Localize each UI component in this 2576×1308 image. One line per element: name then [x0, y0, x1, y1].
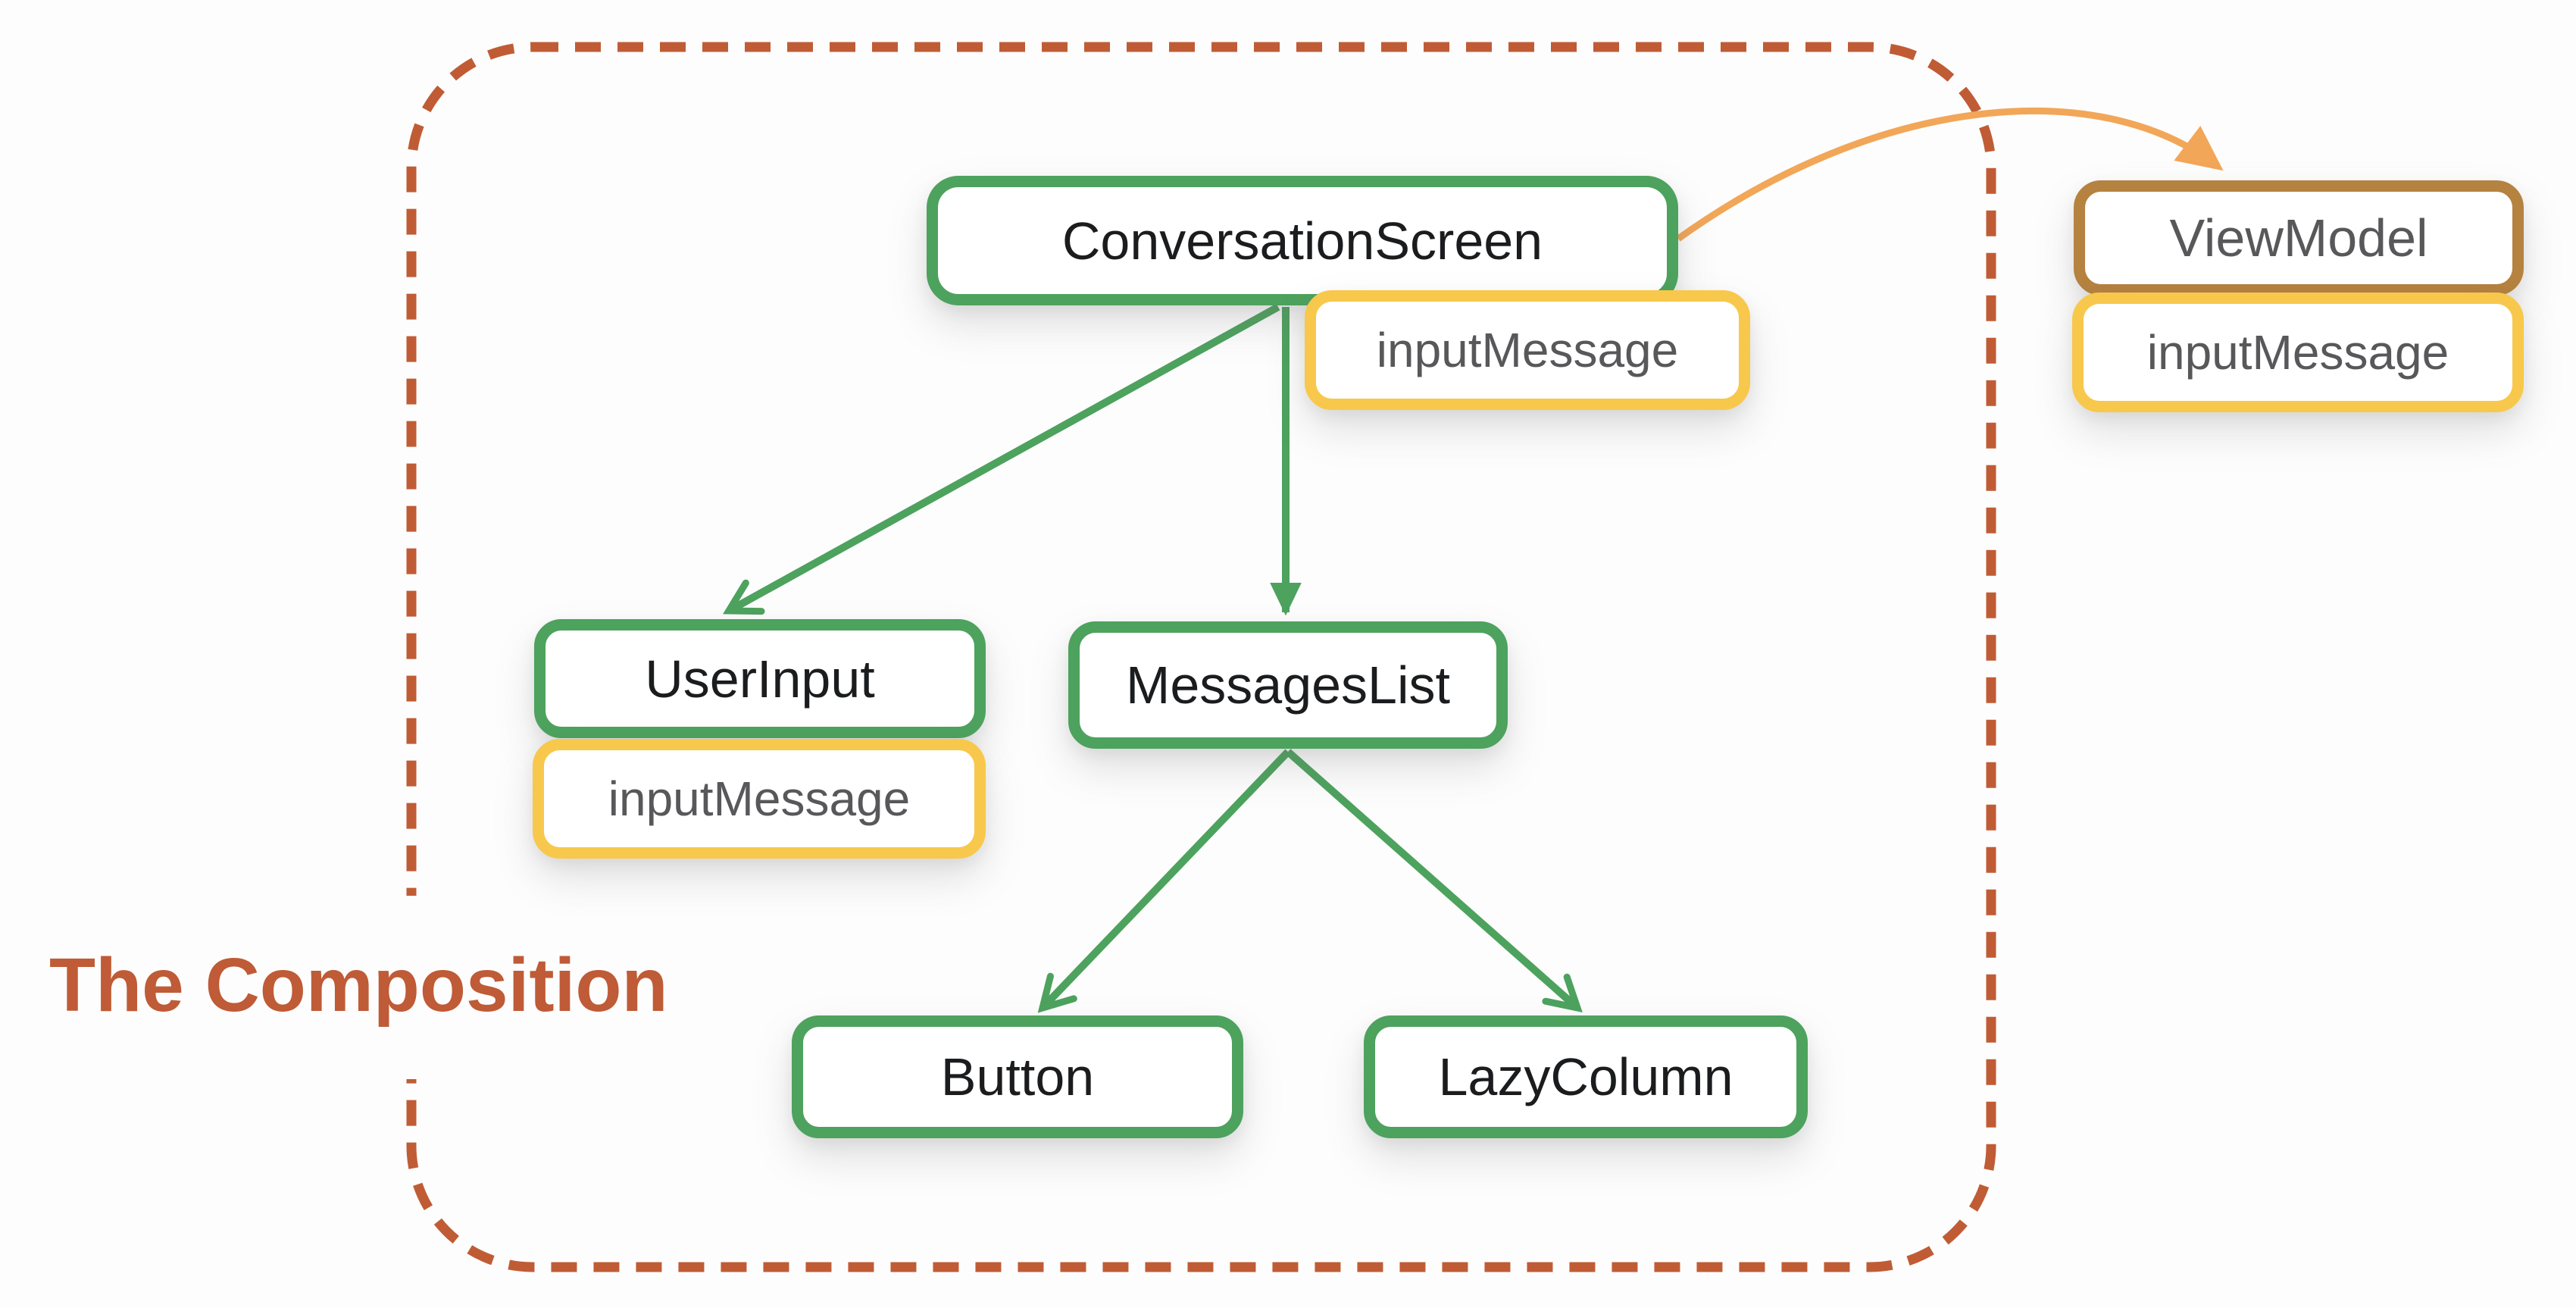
- node-button: Button: [792, 1015, 1243, 1138]
- node-lazy-column: LazyColumn: [1364, 1015, 1808, 1138]
- composition-boundary: [406, 42, 1996, 1272]
- boundary-label-gap: [345, 896, 481, 1079]
- node-messages-list: MessagesList: [1068, 621, 1508, 749]
- node-input-message-user-label: inputMessage: [608, 771, 911, 826]
- node-button-label: Button: [940, 1047, 1095, 1106]
- node-user-input-label: UserInput: [645, 649, 875, 709]
- node-input-message-viewmodel: inputMessage: [2072, 293, 2524, 412]
- node-view-model: ViewModel: [2074, 180, 2524, 296]
- node-input-message-viewmodel-label: inputMessage: [2146, 325, 2449, 380]
- edge-messageslist-lazycolumn: [1285, 749, 1583, 1013]
- node-conversation-screen: ConversationScreen: [927, 176, 1678, 305]
- node-lazy-column-label: LazyColumn: [1438, 1047, 1733, 1106]
- composition-title: The Composition: [49, 943, 668, 1028]
- edge-conversationscreen-viewmodel: [1676, 108, 2224, 242]
- node-view-model-label: ViewModel: [2169, 208, 2428, 268]
- node-user-input: UserInput: [534, 619, 986, 738]
- node-input-message-screen: inputMessage: [1305, 290, 1750, 410]
- node-messages-list-label: MessagesList: [1126, 656, 1450, 715]
- node-input-message-user: inputMessage: [533, 739, 986, 859]
- node-input-message-screen-label: inputMessage: [1376, 323, 1679, 377]
- edge-conversationscreen-userinput: [723, 303, 1280, 615]
- edge-messageslist-button: [1037, 749, 1291, 1013]
- node-conversation-screen-label: ConversationScreen: [1061, 211, 1543, 271]
